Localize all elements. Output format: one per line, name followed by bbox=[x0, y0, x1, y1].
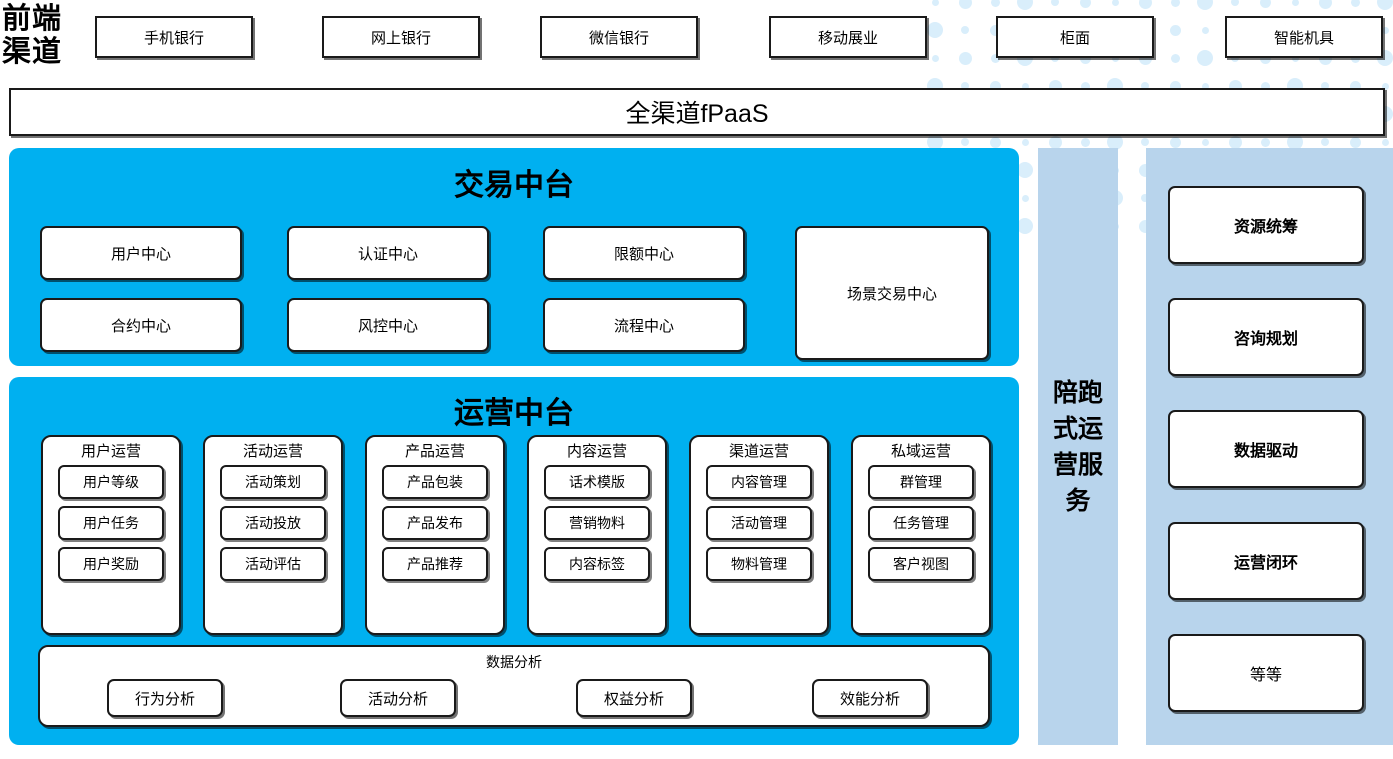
capability-box-etc[interactable]: 等等 bbox=[1168, 634, 1364, 712]
decorative-dot bbox=[1141, 138, 1149, 146]
data-analytics-group: 数据分析 行为分析 活动分析 权益分析 效能分析 bbox=[38, 645, 990, 727]
ops-column-user-operations: 用户运营 用户等级 用户任务 用户奖励 bbox=[41, 435, 181, 635]
decorative-dot bbox=[1080, 137, 1090, 147]
ops-item[interactable]: 产品发布 bbox=[382, 506, 488, 540]
ops-item[interactable]: 任务管理 bbox=[868, 506, 974, 540]
ops-item[interactable]: 客户视图 bbox=[868, 547, 974, 581]
decorative-dot bbox=[1048, 135, 1062, 149]
analytics-item-campaign[interactable]: 活动分析 bbox=[340, 679, 456, 717]
channel-box-internet-bank[interactable]: 网上银行 bbox=[322, 16, 480, 58]
ops-column-title: 渠道运营 bbox=[728, 443, 789, 460]
decorative-dot bbox=[1321, 138, 1329, 146]
operations-middle-platform-title: 运营中台 bbox=[454, 397, 574, 430]
channel-label-line-1: 前端 bbox=[2, 3, 63, 35]
omnichannel-fpaas-bar[interactable]: 全渠道fPaaS bbox=[9, 88, 1385, 136]
channel-box-mobile-field-business[interactable]: 移动展业 bbox=[769, 16, 927, 58]
ops-item[interactable]: 产品推荐 bbox=[382, 547, 488, 581]
front-end-channel-label: 前端 渠道 bbox=[2, 1, 88, 71]
trade-box-contract-center[interactable]: 合约中心 bbox=[40, 298, 242, 352]
ops-column-product-operations: 产品运营 产品包装 产品发布 产品推荐 bbox=[365, 435, 505, 635]
decorative-dot bbox=[1228, 135, 1242, 149]
capability-box-operation-closed-loop[interactable]: 运营闭环 bbox=[1168, 522, 1364, 600]
channel-box-mobile-bank[interactable]: 手机银行 bbox=[95, 16, 253, 58]
capability-box-resource-coordination[interactable]: 资源统筹 bbox=[1168, 186, 1364, 264]
decorative-dot bbox=[1381, 138, 1389, 146]
ops-column-title: 用户运营 bbox=[80, 443, 141, 460]
ops-item[interactable]: 用户任务 bbox=[58, 506, 164, 540]
ops-item[interactable]: 物料管理 bbox=[706, 547, 812, 581]
ops-item[interactable]: 活动管理 bbox=[706, 506, 812, 540]
accompanying-operation-service-label: 陪跑式运营服务 bbox=[1052, 378, 1103, 515]
decorative-dot bbox=[1021, 138, 1029, 146]
trade-box-auth-center[interactable]: 认证中心 bbox=[287, 226, 489, 280]
ops-item[interactable]: 群管理 bbox=[868, 465, 974, 499]
ops-item[interactable]: 活动策划 bbox=[220, 465, 326, 499]
ops-column-campaign-operations: 活动运营 活动策划 活动投放 活动评估 bbox=[203, 435, 343, 635]
capability-column: 资源统筹 咨询规划 数据驱动 运营闭环 等等 bbox=[1146, 148, 1393, 745]
decorative-dot bbox=[1169, 136, 1181, 148]
ops-column-channel-operations: 渠道运营 内容管理 活动管理 物料管理 bbox=[689, 435, 829, 635]
decorative-dot bbox=[1017, 162, 1033, 178]
ops-column-title: 私域运营 bbox=[890, 443, 951, 460]
ops-column-title: 内容运营 bbox=[566, 443, 627, 460]
ops-column-content-operations: 内容运营 话术模版 营销物料 内容标签 bbox=[527, 435, 667, 635]
ops-item[interactable]: 活动投放 bbox=[220, 506, 326, 540]
ops-item[interactable]: 话术模版 bbox=[544, 465, 650, 499]
channel-label-line-2: 渠道 bbox=[2, 36, 63, 68]
channel-box-counter[interactable]: 柜面 bbox=[996, 16, 1154, 58]
trade-box-limit-center[interactable]: 限额中心 bbox=[543, 226, 745, 280]
ops-item[interactable]: 产品包装 bbox=[382, 465, 488, 499]
ops-item[interactable]: 内容标签 bbox=[544, 547, 650, 581]
decorative-dot bbox=[989, 136, 1001, 148]
decorative-dot bbox=[961, 138, 969, 146]
ops-item[interactable]: 营销物料 bbox=[544, 506, 650, 540]
trade-box-scenario-transaction-center[interactable]: 场景交易中心 bbox=[795, 226, 989, 360]
analytics-item-benefit[interactable]: 权益分析 bbox=[576, 679, 692, 717]
trade-middle-platform-title: 交易中台 bbox=[454, 169, 574, 202]
decorative-dot bbox=[1260, 137, 1270, 147]
ops-item[interactable]: 活动评估 bbox=[220, 547, 326, 581]
channel-box-smart-machine[interactable]: 智能机具 bbox=[1225, 16, 1383, 58]
analytics-item-efficiency[interactable]: 效能分析 bbox=[812, 679, 928, 717]
ops-item[interactable]: 内容管理 bbox=[706, 465, 812, 499]
analytics-item-behavior[interactable]: 行为分析 bbox=[107, 679, 223, 717]
decorative-dot bbox=[1201, 138, 1209, 146]
ops-column-title: 产品运营 bbox=[404, 443, 465, 460]
decorative-dot bbox=[1017, 218, 1033, 234]
ops-item[interactable]: 用户奖励 bbox=[58, 547, 164, 581]
ops-item[interactable]: 用户等级 bbox=[58, 465, 164, 499]
trade-box-process-center[interactable]: 流程中心 bbox=[543, 298, 745, 352]
data-analytics-title: 数据分析 bbox=[486, 654, 542, 670]
ops-column-private-domain-operations: 私域运营 群管理 任务管理 客户视图 bbox=[851, 435, 991, 635]
trade-box-risk-control-center[interactable]: 风控中心 bbox=[287, 298, 489, 352]
ops-column-title: 活动运营 bbox=[242, 443, 303, 460]
accompanying-operation-service-column: 陪跑式运营服务 bbox=[1038, 148, 1118, 745]
capability-box-consulting-planning[interactable]: 咨询规划 bbox=[1168, 298, 1364, 376]
decorative-dot bbox=[1349, 136, 1361, 148]
front-end-channel-row: 前端 渠道 手机银行 网上银行 微信银行 移动展业 柜面 智能机具 bbox=[0, 0, 1393, 72]
decorative-dot bbox=[1021, 194, 1029, 202]
trade-box-user-center[interactable]: 用户中心 bbox=[40, 226, 242, 280]
capability-box-data-driven[interactable]: 数据驱动 bbox=[1168, 410, 1364, 488]
channel-box-wechat-bank[interactable]: 微信银行 bbox=[540, 16, 698, 58]
